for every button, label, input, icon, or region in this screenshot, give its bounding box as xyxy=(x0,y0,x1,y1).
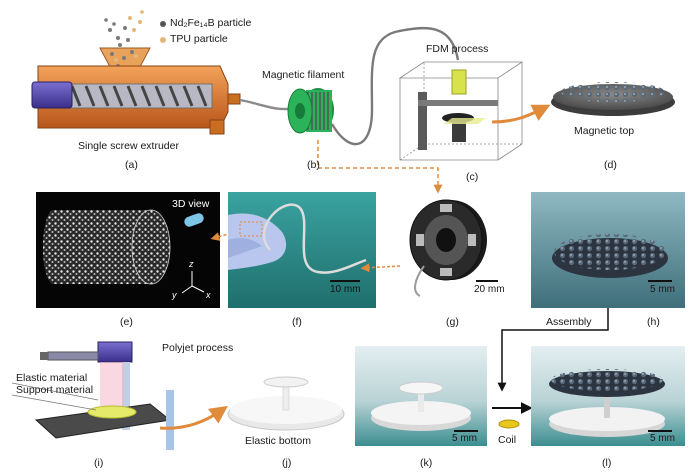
elastic-base-photo xyxy=(371,381,471,431)
coil-shape xyxy=(498,419,520,429)
top-disk-photo xyxy=(552,234,668,278)
arrow-i-to-j xyxy=(159,405,228,430)
legend-dot-tpu xyxy=(160,37,166,43)
panel-label-g: (g) xyxy=(446,316,459,328)
panel-label-k: (k) xyxy=(420,457,433,469)
filament-title: Magnetic filament xyxy=(262,69,345,81)
scale-bar-l xyxy=(648,430,672,432)
glove-hand xyxy=(228,213,287,270)
panel-label-i: (i) xyxy=(94,457,104,469)
panel-label-l: (l) xyxy=(602,457,612,469)
inset-3d-view-label: 3D view xyxy=(172,198,210,210)
extruder xyxy=(31,10,241,135)
axis-x-label: x xyxy=(206,290,211,300)
assembled-top-photo xyxy=(549,369,665,437)
panel-label-b: (b) xyxy=(307,159,320,171)
panel-label-f: (f) xyxy=(292,316,302,328)
panel-label-e: (e) xyxy=(120,316,133,328)
support-material-label: Support material xyxy=(16,384,94,396)
arrow-c-to-d xyxy=(491,104,551,124)
panel-label-h: (h) xyxy=(647,316,660,328)
axis-y-label: y xyxy=(172,290,177,300)
coil-label: Coil xyxy=(498,434,517,446)
axis-z-label: z xyxy=(189,259,194,269)
panel-label-j: (j) xyxy=(282,457,292,469)
panel-label-c: (c) xyxy=(466,171,479,183)
panel-label-a: (a) xyxy=(125,159,138,171)
scale-bar-k xyxy=(454,430,478,432)
elastic-bottom-caption: Elastic bottom xyxy=(245,435,311,447)
polyjet-title: Polyjet process xyxy=(162,342,234,354)
legend-dot-ndfeb xyxy=(160,21,166,27)
scale-bar-f xyxy=(330,280,360,282)
black-spool xyxy=(409,199,487,281)
extruder-caption: Single screw extruder xyxy=(78,140,179,152)
filament-line-b-c xyxy=(330,26,460,146)
assembly-label: Assembly xyxy=(546,316,592,328)
ct-volume xyxy=(43,209,171,285)
scale-label-k: 5 mm xyxy=(452,433,477,444)
dashed-connector-b-g xyxy=(317,140,443,194)
legend-tpu-label: TPU particle xyxy=(170,33,228,45)
dashed-arrow-g-to-f xyxy=(360,263,401,273)
panel-label-d: (d) xyxy=(604,159,617,171)
scale-bar-h xyxy=(648,280,672,282)
dashed-box-f xyxy=(239,221,263,237)
green-spool xyxy=(287,88,334,134)
elastic-material-label: Elastic material xyxy=(16,372,88,384)
filament-line-a-b xyxy=(239,98,297,111)
filament-tail-g xyxy=(414,265,425,297)
legend-ndfeb-label: Nd₂Fe₁₄B particle xyxy=(170,17,252,29)
mini-cylinder-icon xyxy=(184,213,204,227)
polyjet-machine xyxy=(11,341,174,450)
magnetic-top-shape xyxy=(551,82,675,116)
scale-label-g: 20 mm xyxy=(474,284,505,295)
elastic-bottom-shape xyxy=(227,376,345,431)
scale-label-h: 5 mm xyxy=(650,284,675,295)
dashed-arrow-f-to-e xyxy=(210,231,237,241)
axes-icon xyxy=(181,271,205,294)
magnetic-top-caption: Magnetic top xyxy=(574,125,635,137)
scale-bar-g xyxy=(476,280,498,282)
scale-label-f: 10 mm xyxy=(330,284,361,295)
filament-strand-f xyxy=(262,203,367,274)
assembly-arrow xyxy=(497,308,609,392)
scale-label-l: 5 mm xyxy=(650,433,675,444)
fdm-title: FDM process xyxy=(426,43,489,55)
fdm-mechanics xyxy=(418,69,498,150)
